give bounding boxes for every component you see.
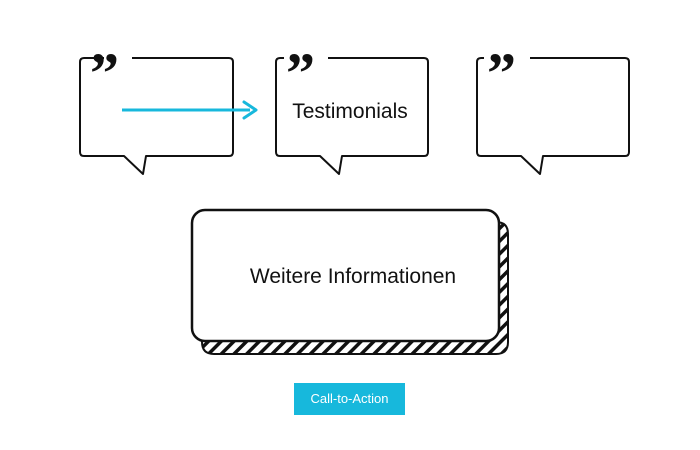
speech-bubble-3: ”: [476, 41, 630, 175]
quote-icon: ”: [90, 41, 119, 106]
info-box-face: [190, 208, 501, 343]
speech-bubble-2-outline: [275, 57, 429, 175]
info-box-label: Weitere Informationen: [250, 265, 456, 288]
quote-icon: ”: [286, 41, 315, 106]
info-box: Weitere Informationen: [190, 208, 509, 355]
quote-icon: ”: [487, 41, 516, 106]
call-to-action-button[interactable]: Call-to-Action: [294, 383, 405, 415]
arrow-head: [242, 100, 258, 120]
arrow-right-icon: [122, 100, 258, 120]
speech-bubble-2-label: Testimonials: [292, 100, 408, 123]
speech-bubble-1-outline: [79, 57, 234, 175]
speech-bubble-3-outline: [476, 57, 630, 175]
speech-bubble-1: ”: [79, 41, 234, 175]
speech-bubble-2: ” Testimonials: [275, 41, 429, 175]
